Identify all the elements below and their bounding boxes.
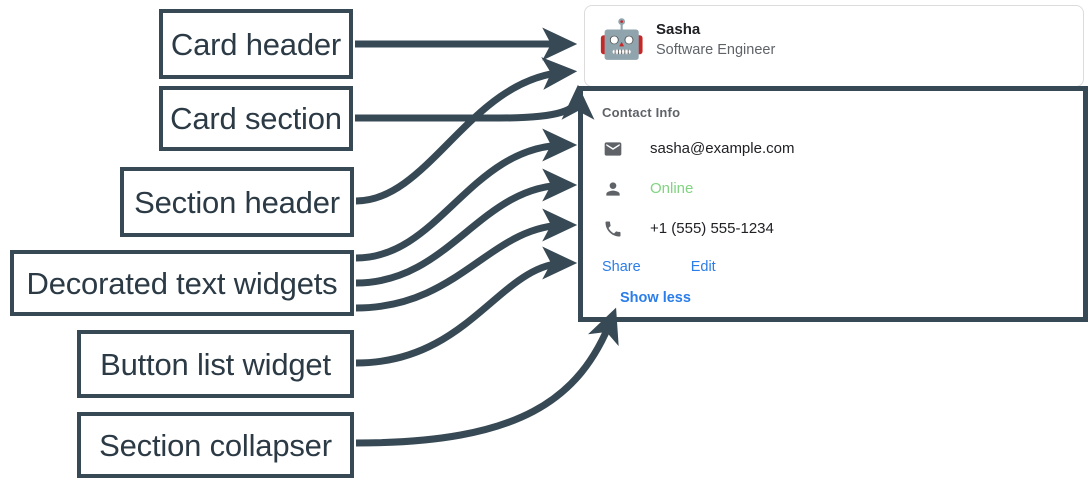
annotation-label: Card section xyxy=(170,101,342,136)
section-header: Contact Info xyxy=(602,105,681,120)
decorated-text-widget-email: sasha@example.com xyxy=(602,137,1083,161)
annotation-decorated-text: Decorated text widgets xyxy=(10,250,354,316)
decorated-text-widget-phone: +1 (555) 555-1234 xyxy=(602,217,1083,241)
arrow-section-collapser xyxy=(355,307,619,447)
card-header-subtitle: Software Engineer xyxy=(656,41,776,58)
card-section: Contact Info sasha@example.com Online xyxy=(578,86,1088,322)
edit-button[interactable]: Edit xyxy=(690,259,716,275)
arrow-decorated-text-2 xyxy=(355,168,578,287)
robot-avatar-icon: 🤖 xyxy=(598,19,646,61)
annotation-label: Section header xyxy=(134,184,340,220)
person-icon xyxy=(602,178,624,200)
annotation-button-list: Button list widget xyxy=(77,330,354,398)
annotation-label: Section collapser xyxy=(99,427,332,463)
arrow-decorated-text-1 xyxy=(355,128,578,262)
arrow-decorated-text-3 xyxy=(355,208,578,312)
phone-icon xyxy=(602,218,624,240)
card-section-content: Contact Info sasha@example.com Online xyxy=(583,91,1083,308)
arrow-card-section xyxy=(355,84,595,122)
email-value: sasha@example.com xyxy=(650,140,795,157)
annotation-section-collapser: Section collapser xyxy=(77,412,354,478)
arrow-section-header xyxy=(355,57,578,205)
section-collapser-button[interactable]: Show less xyxy=(620,290,691,306)
annotation-card-header: Card header xyxy=(159,9,353,79)
decorated-text-widget-status: Online xyxy=(602,177,1083,201)
annotation-label: Card header xyxy=(170,26,342,62)
profile-card: 🤖 Sasha Software Engineer xyxy=(584,5,1084,87)
card-header-text: Sasha Software Engineer xyxy=(656,20,775,61)
card-header-title: Sasha xyxy=(656,20,701,38)
annotation-label: Decorated text widgets xyxy=(26,265,338,301)
annotation-section-header: Section header xyxy=(120,167,354,237)
annotation-label: Button list widget xyxy=(100,346,331,382)
card-header: 🤖 Sasha Software Engineer xyxy=(585,6,1083,63)
share-button[interactable]: Share xyxy=(602,259,641,275)
button-list-widget: Share Edit xyxy=(602,257,1083,277)
status-value: Online xyxy=(650,180,694,197)
annotation-card-section: Card section xyxy=(159,86,353,151)
email-icon xyxy=(602,138,624,160)
phone-value: +1 (555) 555-1234 xyxy=(650,220,774,237)
arrow-button-list xyxy=(355,246,578,367)
